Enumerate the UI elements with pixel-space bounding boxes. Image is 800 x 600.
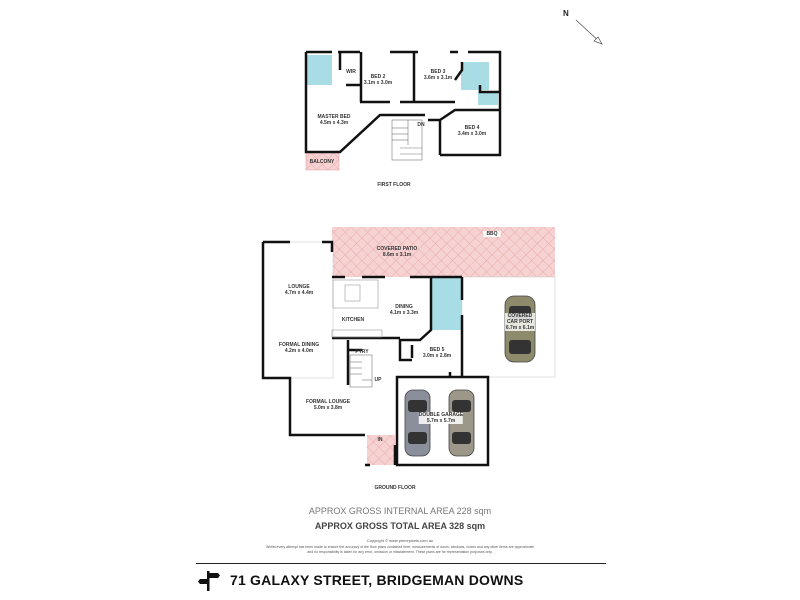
property-address: 71 GALAXY STREET, BRIDGEMAN DOWNS	[230, 572, 524, 588]
entry-label: IN	[377, 437, 383, 443]
copyright-text: Copyright © www.primepixels.com.au	[366, 538, 434, 543]
disclaimer-text: Whilst every attempt has been made to en…	[200, 545, 600, 555]
total-area-text: APPROX GROSS TOTAL AREA 328 sqm	[314, 521, 486, 531]
first-floor-title: FIRST FLOOR	[377, 182, 411, 188]
stairs-up-label: UP	[374, 377, 382, 383]
covered-patio-area	[332, 227, 555, 277]
internal-area-text: APPROX GROSS INTERNAL AREA 228 sqm	[308, 506, 492, 516]
room-label-balcony: BALCONY	[309, 159, 335, 165]
room-label-kitchen: KITCHEN	[341, 317, 365, 323]
bathroom-wet-area	[431, 277, 462, 330]
bathroom-wet-area	[461, 62, 489, 90]
ensuite-wet-area	[307, 55, 332, 85]
toilet-wet-area	[478, 91, 498, 105]
room-label-wir: WIR	[346, 69, 356, 75]
footer-divider	[196, 563, 606, 564]
disclaimer-line-1: Whilst every attempt has been made to en…	[266, 545, 534, 549]
north-arrow-icon	[575, 19, 603, 45]
ground-floor-stairs	[349, 354, 373, 388]
car-port-name: COVERED CAR PORT	[506, 313, 534, 325]
stairs-down-label: DN	[417, 122, 425, 128]
first-floor-plan	[304, 50, 502, 171]
first-floor-stairs	[391, 119, 423, 161]
garage-car-left-icon	[404, 389, 431, 457]
room-label-bbq: BBQ	[483, 231, 501, 237]
disclaimer-line-2: and no responsibility is taken for any e…	[307, 550, 493, 554]
ground-floor-plan	[261, 227, 556, 467]
compass-north-label: N	[563, 9, 569, 18]
entry-area	[367, 435, 395, 465]
ground-floor-title: GROUND FLOOR	[374, 485, 416, 491]
kitchen-fittings	[331, 279, 383, 338]
room-label-pantry: PTRY	[355, 349, 369, 355]
signpost-icon	[198, 571, 220, 591]
